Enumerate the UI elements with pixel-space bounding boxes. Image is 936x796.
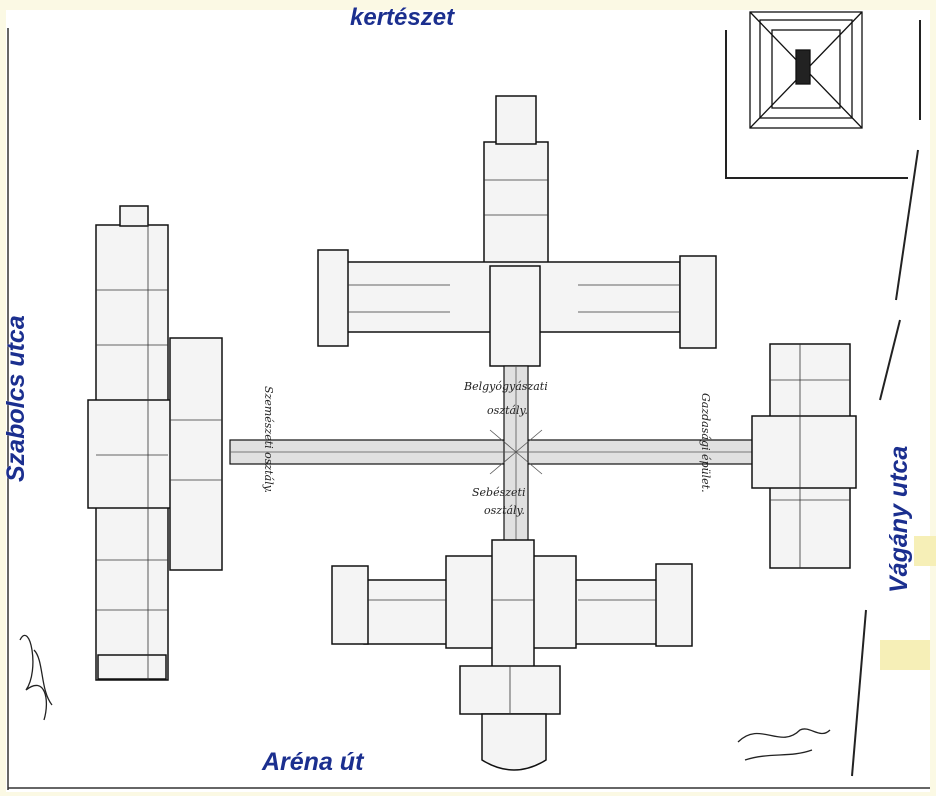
plan-label-center-wing: Belgyógyászati (464, 380, 548, 393)
plan-label-left-connector: Szemészeti osztály. (262, 386, 275, 493)
top-right-pavilion (749, 11, 863, 129)
right-building (751, 343, 857, 569)
left-building (87, 205, 223, 681)
plan-label-lower-wing-2: osztály. (484, 504, 525, 517)
signature-right (737, 728, 831, 761)
street-label-bottom: Aréna út (262, 748, 364, 776)
street-label-right: Vágány utca (885, 445, 913, 593)
lower-building (331, 539, 693, 771)
signature-left (19, 634, 53, 721)
fence-lines (725, 20, 921, 777)
street-label-top: kertészet (350, 4, 455, 31)
upper-building (317, 95, 717, 367)
plan-label-right-connector: Gazdasági épület. (699, 393, 712, 493)
street-label-left: Szabolcs utca (2, 315, 30, 482)
plan-label-center-wing-2: osztály. (487, 404, 528, 417)
plan-label-lower-wing: Sebészeti (472, 486, 526, 499)
